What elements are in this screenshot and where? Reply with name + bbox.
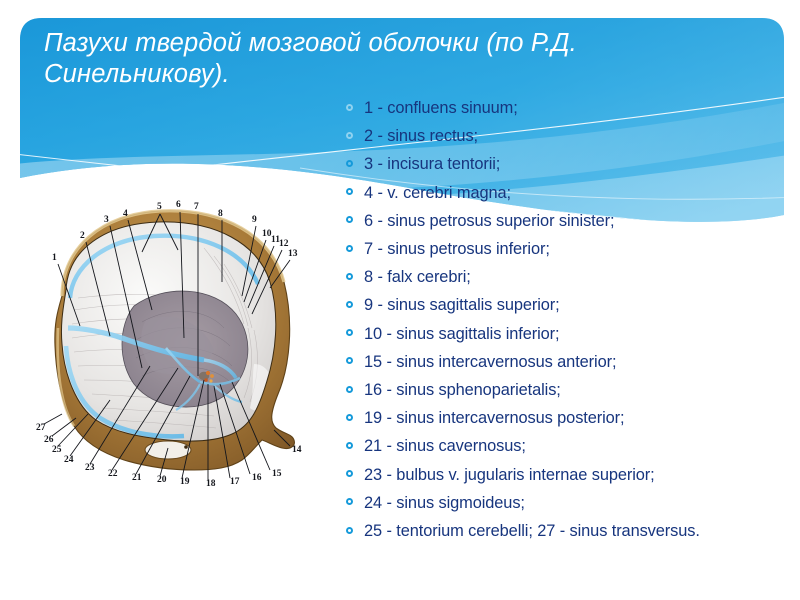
list-item-label: 21 - sinus cavernosus; [364,437,526,456]
page-title: Пазухи твердой мозговой оболочки (по Р.Д… [44,29,585,88]
svg-text:19: 19 [180,477,190,487]
list-item: 23 - bulbus v. jugularis internae superi… [345,463,787,488]
svg-text:3: 3 [104,215,109,225]
bullet-ring-icon [346,357,353,365]
svg-text:27: 27 [36,423,46,433]
svg-text:22: 22 [108,469,118,479]
svg-text:4: 4 [123,209,128,219]
svg-text:20: 20 [157,475,167,485]
list-item: 3 - incisura tentorii; [345,152,787,177]
svg-text:14: 14 [292,445,302,455]
svg-text:26: 26 [44,435,54,445]
svg-text:16: 16 [252,473,262,483]
bullet-ring-icon [346,131,353,139]
svg-text:24: 24 [64,455,74,465]
svg-text:15: 15 [272,469,282,479]
svg-text:9: 9 [252,215,257,225]
svg-text:21: 21 [132,473,142,483]
foramen-magnum [144,440,192,460]
list-item-label: 9 - sinus sagittalis superior; [364,296,560,315]
bullet-ring-icon [346,385,353,393]
svg-text:17: 17 [230,477,240,487]
list-item-label: 24 - sinus sigmoideus; [364,493,525,512]
sinus-label-list: 1 - confluens sinuum; 2 - sinus rectus; 3 … [345,96,787,547]
list-item: 15 - sinus intercavernosus anterior; [345,350,787,375]
leader-lines [43,211,291,480]
bullet-ring-icon [346,470,353,478]
svg-text:18: 18 [206,479,216,489]
list-item-label: 15 - sinus intercavernosus anterior; [364,352,617,371]
svg-text:13: 13 [288,249,298,259]
bullet-ring-icon [346,300,353,308]
bullet-ring-icon [346,526,353,534]
list-item-label: 23 - bulbus v. jugularis internae superi… [364,465,655,484]
list-item: 25 - tentorium cerebelli; 27 - sinus tra… [345,519,787,544]
bullet-ring-icon [346,216,353,224]
list-item: 21 - sinus cavernosus; [345,434,787,459]
list-item-label: 25 - tentorium cerebelli; 27 - sinus tra… [364,522,700,541]
list-item: 6 - sinus petrosus superior sinister; [345,209,787,234]
svg-text:25: 25 [52,445,62,455]
list-item: 10 - sinus sagittalis inferior; [345,322,787,347]
svg-text:23: 23 [85,463,95,473]
list-item-label: 16 - sinus sphenoparietalis; [364,381,561,400]
list-item-label: 1 - confluens sinuum; [364,99,518,117]
svg-text:10: 10 [262,229,272,239]
list-item-label: 10 - sinus sagittalis inferior; [364,324,560,343]
svg-text:1: 1 [52,253,57,263]
list-item: 16 - sinus sphenoparietalis; [345,378,787,403]
svg-text:8: 8 [218,209,223,219]
svg-text:12: 12 [279,239,289,249]
list-item: 24 - sinus sigmoideus; [345,491,787,516]
bullet-ring-icon [346,188,353,196]
list-item: 2 - sinus rectus; [345,124,787,149]
list-item-label: 3 - incisura tentorii; [364,155,501,174]
list-item-label: 6 - sinus petrosus superior sinister; [364,211,615,230]
list-item-label: 4 - v. cerebri magna; [364,183,511,202]
svg-text:2: 2 [80,231,85,241]
anatomy-illustration: 1 2 3 4 5 6 7 8 9 10 11 12 13 14 15 16 1… [18,178,324,518]
list-item-label: 7 - sinus petrosus inferior; [364,240,550,259]
list-item-label: 8 - falx cerebri; [364,268,471,287]
svg-text:7: 7 [194,202,199,212]
svg-text:5: 5 [157,202,162,212]
bullet-ring-icon [346,159,353,167]
bullet-ring-icon [346,413,353,421]
list-item: 1 - confluens sinuum; [345,96,787,121]
bullet-ring-icon [346,103,353,111]
bullet-ring-icon [346,329,353,337]
bullet-ring-icon [346,244,353,252]
list-item: 9 - sinus sagittalis superior; [345,293,787,318]
svg-text:11: 11 [271,235,280,245]
list-item: 19 - sinus intercavernosus posterior; [345,406,787,431]
cavernous-sinus-cluster [198,370,214,383]
list-item: 7 - sinus petrosus inferior; [345,237,787,262]
list-item-label: 19 - sinus intercavernosus posterior; [364,409,625,428]
list-item: 4 - v. cerebri magna; [345,181,787,206]
svg-text:6: 6 [176,200,181,210]
list-item: 8 - falx cerebri; [345,265,787,290]
bullet-ring-icon [346,498,353,506]
bullet-ring-icon [346,272,353,280]
bullet-ring-icon [346,441,353,449]
list-item-label: 2 - sinus rectus; [364,127,478,146]
